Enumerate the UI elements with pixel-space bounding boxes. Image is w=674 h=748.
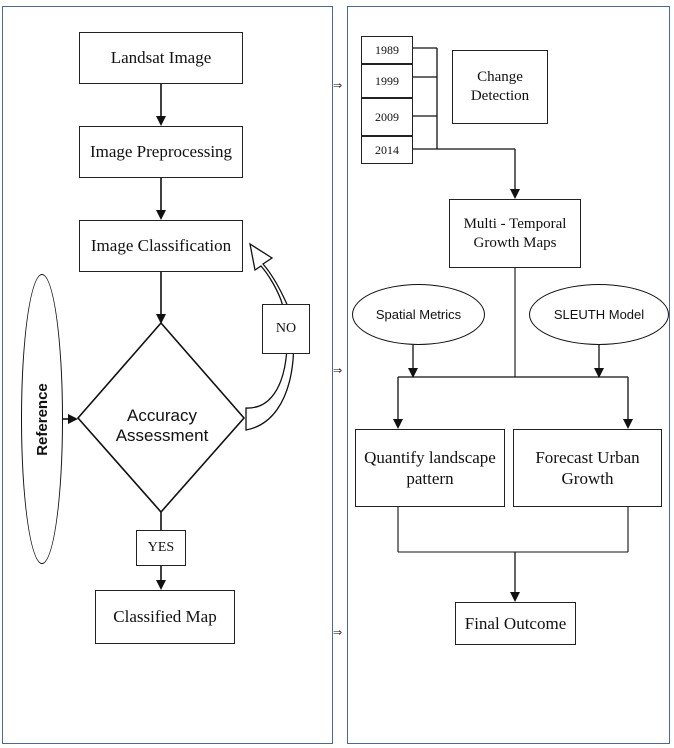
growth-maps-label: Multi - Temporal Growth Maps: [463, 215, 567, 251]
final-outcome-label: Final Outcome: [464, 613, 567, 633]
yes-label: YES: [147, 540, 175, 556]
change-detection-box: Change Detection: [452, 50, 548, 124]
accuracy-assessment-label: Accuracy Assessment: [115, 406, 209, 445]
image-preprocessing-box: Image Preprocessing: [79, 126, 243, 178]
no-label: NO: [275, 321, 297, 337]
spatial-metrics-ellipse: Spatial Metrics: [352, 284, 485, 345]
forecast-urban-growth-label: Forecast Urban Growth: [535, 447, 640, 488]
classified-map-box: Classified Map: [95, 590, 235, 644]
year-box-1999: 1999: [361, 64, 413, 98]
spatial-metrics-label: Spatial Metrics: [375, 307, 462, 322]
year-label-2014: 2014: [375, 142, 399, 157]
panel-link-arrow-middle: ⇒: [333, 364, 343, 377]
no-feedback-arrow: [245, 242, 295, 431]
year-box-2014: 2014: [361, 136, 413, 164]
growth-maps-box: Multi - Temporal Growth Maps: [449, 199, 581, 268]
reference-label: Reference: [33, 382, 51, 456]
image-classification-box: Image Classification: [79, 220, 243, 272]
no-label-box: NO: [262, 304, 310, 354]
year-label-2009: 2009: [375, 109, 399, 124]
quantify-landscape-box: Quantify landscape pattern: [355, 429, 505, 507]
yes-label-box: YES: [136, 530, 186, 566]
image-classification-label: Image Classification: [90, 236, 232, 256]
quantify-landscape-label: Quantify landscape pattern: [364, 447, 496, 488]
change-detection-label: Change Detection: [470, 69, 530, 104]
year-box-2009: 2009: [361, 98, 413, 136]
sleuth-model-label: SLEUTH Model: [553, 307, 645, 322]
accuracy-assessment-diamond: [76, 322, 246, 514]
classified-map-label: Classified Map: [113, 607, 217, 627]
year-label-1999: 1999: [375, 73, 399, 88]
year-label-1989: 1989: [375, 42, 399, 57]
final-outcome-box: Final Outcome: [455, 602, 576, 645]
image-preprocessing-label: Image Preprocessing: [89, 142, 233, 162]
forecast-urban-growth-box: Forecast Urban Growth: [513, 429, 662, 507]
panel-link-arrow-top: ⇒: [333, 79, 343, 92]
year-box-1989: 1989: [361, 36, 413, 64]
panel-link-arrow-bottom: ⇒: [333, 626, 343, 639]
reference-ellipse: Reference: [21, 274, 63, 564]
landsat-image-label: Landsat Image: [110, 48, 212, 68]
sleuth-model-ellipse: SLEUTH Model: [529, 284, 669, 345]
landsat-image-box: Landsat Image: [79, 32, 243, 84]
